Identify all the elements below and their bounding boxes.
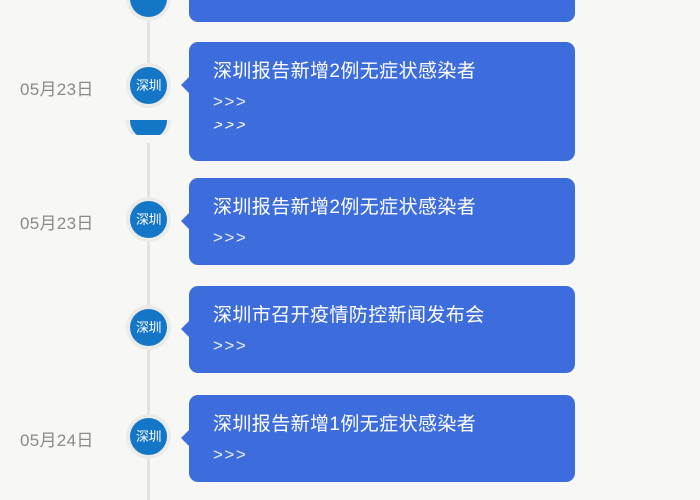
timeline-card-title-4: 深圳报告新增1例无症状感染者 [213, 414, 477, 435]
timeline-badge-label-2: 深圳 [130, 201, 167, 238]
timeline-date-1: 05月23日 [20, 80, 94, 99]
timeline-card-title-2: 深圳报告新增2例无症状感染者 [213, 197, 477, 218]
card-notch-icon-2 [181, 212, 190, 230]
timeline-badge-4[interactable]: 深圳 [126, 414, 171, 459]
timeline-badge-label-1: 深圳 [130, 67, 167, 104]
card-notch-icon-3 [181, 320, 190, 338]
timeline-card-3[interactable]: 深圳市召开疫情防控新闻发布会 >>> [181, 286, 575, 373]
timeline-badge-2[interactable]: 深圳 [126, 197, 171, 242]
timeline-badge-clipped-top-fill [130, 0, 167, 17]
timeline-card-more-secondary-clip-1: >>> [213, 122, 555, 136]
timeline-badge-1[interactable]: 深圳 [126, 63, 171, 108]
timeline-badge-arc-mask-bottom-1 [126, 135, 171, 143]
card-notch-icon-1 [181, 76, 190, 94]
timeline-card-title-1: 深圳报告新增2例无症状感染者 [213, 61, 477, 82]
timeline-card-0[interactable] [189, 0, 575, 22]
timeline-badge-label-3: 深圳 [130, 309, 167, 346]
timeline-spine [147, 0, 150, 500]
timeline-date-4: 05月24日 [20, 431, 94, 450]
timeline-card-more-3[interactable]: >>> [213, 335, 248, 355]
timeline-card-2[interactable]: 深圳报告新增2例无症状感染者 >>> [181, 178, 575, 265]
timeline-card-more-secondary-1[interactable]: >>> [213, 121, 248, 134]
timeline-badge-clipped-top [126, 0, 171, 21]
timeline-card-title-3: 深圳市召开疫情防控新闻发布会 [213, 305, 485, 326]
timeline-card-more-2[interactable]: >>> [213, 227, 248, 247]
timeline-badge-label-4: 深圳 [130, 418, 167, 455]
timeline-card-more-4[interactable]: >>> [213, 444, 248, 464]
timeline-card-more-1[interactable]: >>> [213, 91, 248, 111]
card-notch-icon-4 [181, 429, 190, 447]
timeline-date-2: 05月23日 [20, 214, 94, 233]
timeline-card-4[interactable]: 深圳报告新增1例无症状感染者 >>> [181, 395, 575, 482]
timeline-badge-3[interactable]: 深圳 [126, 305, 171, 350]
timeline-card-1[interactable]: 深圳报告新增2例无症状感染者 >>> >>> [181, 42, 575, 161]
